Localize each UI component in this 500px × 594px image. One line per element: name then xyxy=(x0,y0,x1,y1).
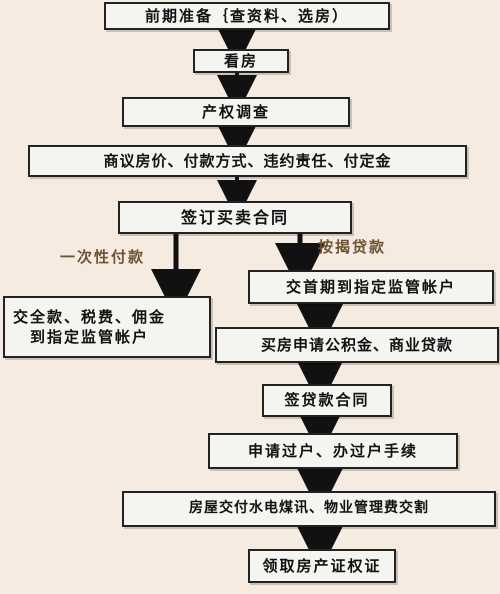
step-sign-contract: 签订买卖合同 xyxy=(118,201,352,234)
step-loan-contract-label: 签贷款合同 xyxy=(284,391,370,410)
step-down-payment: 交首期到指定监管帐户 xyxy=(248,270,494,304)
step-loan-apply: 买房申请公积金、商业贷款 xyxy=(215,327,499,363)
step-handover: 房屋交付水电煤讯、物业管理费交割 xyxy=(122,491,496,527)
step-transfer-label: 申请过户、办过户手续 xyxy=(247,441,418,460)
step-negotiate: 商议房价、付款方式、违约责任、付定金 xyxy=(28,145,467,177)
step-prep-label: 前期准备｛查资料、选房） xyxy=(144,6,349,25)
step-property-check: 产权调查 xyxy=(122,97,350,127)
step-loan-apply-label: 买房申请公积金、商业贷款 xyxy=(260,335,453,354)
edge-label-full-payment: 一次性付款 xyxy=(60,248,146,266)
step-loan-contract: 签贷款合同 xyxy=(262,384,392,417)
step-viewing: 看房 xyxy=(193,49,289,73)
step-prep: 前期准备｛查资料、选房） xyxy=(104,2,390,30)
step-property-check-label: 产权调查 xyxy=(201,102,270,121)
step-down-payment-label: 交首期到指定监管帐户 xyxy=(285,277,456,296)
edge-label-mortgage: 按揭贷款 xyxy=(318,238,387,256)
step-transfer: 申请过户、办过户手续 xyxy=(208,433,458,469)
step-negotiate-label: 商议房价、付款方式、违约责任、付定金 xyxy=(103,151,392,170)
step-sign-contract-label: 签订买卖合同 xyxy=(180,207,289,227)
step-viewing-label: 看房 xyxy=(223,51,258,70)
step-certificate-label: 领取房产证权证 xyxy=(262,556,382,575)
step-full-payment: 交全款、税费、佣金 到指定监管帐户 xyxy=(3,296,211,358)
step-handover-label: 房屋交付水电煤讯、物业管理费交割 xyxy=(189,500,429,517)
step-certificate: 领取房产证权证 xyxy=(248,549,396,583)
step-full-payment-label: 交全款、税费、佣金 到指定监管帐户 xyxy=(13,307,167,346)
